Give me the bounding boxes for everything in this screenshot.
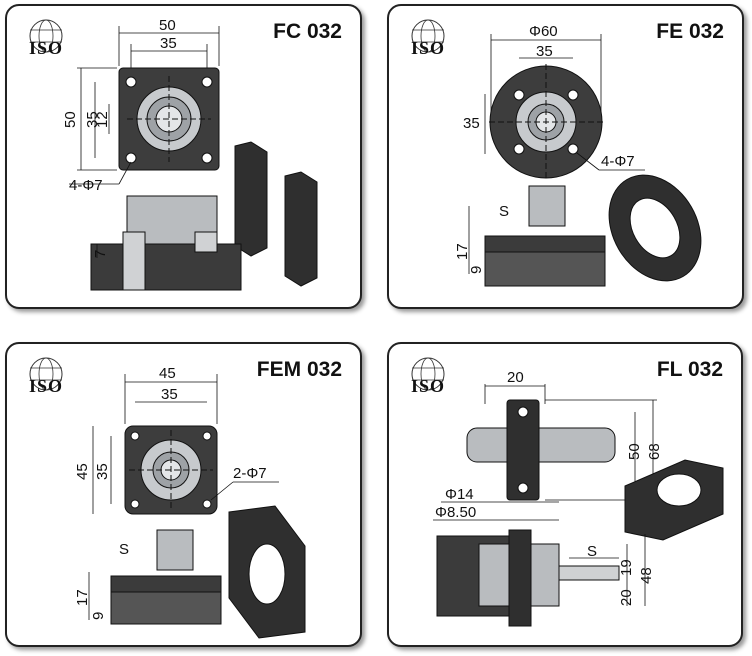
dim-d1: Φ14: [445, 486, 474, 503]
dim-plate-thickness: 7: [92, 250, 109, 258]
dim-stroke: S: [119, 541, 129, 558]
dim-top-outer: 45: [159, 365, 176, 382]
dim-h2: 9: [468, 266, 485, 274]
panel-fem032: ISO FEM 032 45 35 45 35 2-Φ7 S 17: [5, 342, 362, 647]
dim-left-small: 12: [94, 111, 111, 128]
dim-holes: 2-Φ7: [233, 465, 267, 482]
dim-d2: Φ8.50: [435, 504, 476, 521]
dim-top-inner: 35: [536, 43, 553, 60]
panel-fc032: ISO FC 032 50 35 50 35 12 4-Φ7: [5, 4, 362, 309]
iso-text: ISO: [411, 376, 446, 396]
dim-top-outer: Φ60: [529, 23, 558, 40]
model-code: FL 032: [656, 358, 723, 381]
globe-icon: [411, 19, 445, 53]
iso-logo: ISO: [19, 18, 73, 58]
fe032-drawing: Φ60 35 35 4-Φ7 S 17 9: [454, 23, 702, 287]
dim-top-inner: 35: [161, 386, 178, 403]
fc032-drawing: 50 35 50 35 12 4-Φ7 7: [62, 17, 318, 291]
dim-r3: 19: [618, 559, 635, 576]
fl032-drawing: 20 50 68 Φ14 Φ8.50 S 19 20 48: [433, 369, 724, 627]
iso-text: ISO: [411, 38, 446, 58]
dim-left-inner: 35: [84, 111, 101, 128]
dim-holes: 4-Φ7: [601, 153, 635, 170]
dim-r1: 48: [638, 567, 655, 584]
panel-fe032: ISO FE 032 Φ60 35 35 4-Φ7 S 17 9: [387, 4, 744, 309]
model-code: FC 032: [273, 20, 342, 43]
panel-fl032: ISO FL 032 20 50 68 Φ14 Φ8.50 S 19: [387, 342, 743, 647]
iso-logo: ISO: [401, 356, 455, 396]
dim-right-outer: 68: [646, 443, 663, 460]
dim-h1: 17: [454, 243, 471, 260]
dim-top: 20: [507, 369, 524, 386]
dim-top-inner: 35: [160, 35, 177, 52]
dim-left-outer: 50: [62, 111, 79, 128]
globe-icon: [411, 357, 445, 391]
dim-left-inner: 35: [94, 463, 111, 480]
model-code: FEM 032: [256, 358, 342, 381]
globe-icon: [29, 19, 63, 53]
iso-text: ISO: [29, 376, 64, 396]
dim-left-outer: 45: [74, 463, 91, 480]
iso-text: ISO: [29, 38, 64, 58]
fem032-drawing: 45 35 45 35 2-Φ7 S 17 9: [74, 365, 306, 639]
iso-logo: ISO: [401, 18, 455, 58]
dim-holes: 4-Φ7: [69, 177, 103, 194]
dim-h2: 9: [90, 612, 107, 620]
dim-top-outer: 50: [159, 17, 176, 34]
dim-left-inner: 35: [463, 115, 480, 132]
iso-logo: ISO: [19, 356, 73, 396]
dim-h1: 17: [74, 589, 91, 606]
model-code: FE 032: [656, 20, 724, 43]
globe-icon: [29, 357, 63, 391]
dim-stroke: S: [499, 203, 509, 220]
dim-right-inner: 50: [626, 443, 643, 460]
dim-r2: 20: [618, 589, 635, 606]
dim-stroke: S: [587, 543, 597, 560]
